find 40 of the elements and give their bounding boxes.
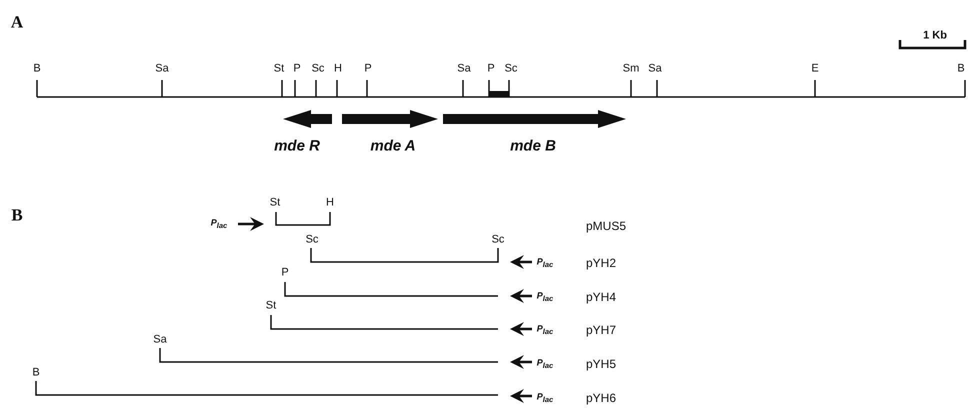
promoter-label: P$_{lac}$ [210, 218, 228, 230]
restriction-site-label: St [270, 198, 280, 208]
promoter-label: P$_{lac}$ [536, 324, 554, 336]
restriction-site-label: St [274, 64, 284, 74]
promoter-label: P$_{lac}$ [536, 291, 554, 303]
panel-label: B [11, 206, 23, 224]
gene-label: mde R [274, 138, 320, 154]
restriction-site-label: H [326, 198, 334, 208]
restriction-site-label: Sc [312, 64, 324, 74]
restriction-site-label: Sa [457, 64, 471, 74]
plasmid-label: pYH4 [586, 291, 616, 303]
restriction-site-label: Sm [622, 64, 640, 74]
restriction-site-label: P [293, 64, 301, 74]
gene-label: mde A [370, 138, 416, 154]
restriction-site-label: B [32, 368, 40, 378]
plasmid-label: pYH6 [586, 392, 616, 404]
gene-label: mde B [510, 138, 556, 154]
restriction-site-label: P [364, 64, 372, 74]
restriction-site-label: B [33, 64, 41, 74]
restriction-site-label: H [334, 64, 342, 74]
restriction-site-label: B [957, 64, 965, 74]
plasmid-label: pYH2 [586, 257, 616, 269]
restriction-site-label: Sc [492, 234, 504, 246]
promoter-label: P$_{lac}$ [536, 358, 554, 370]
plasmid-label: pYH5 [586, 358, 616, 370]
scale-label: 1 Kb [923, 30, 947, 42]
panel-label: A [10, 14, 24, 30]
plasmid-label: pYH7 [586, 324, 616, 336]
restriction-site-label: Sa [155, 64, 169, 74]
restriction-site-label: Sc [504, 64, 518, 74]
restriction-site-label: St [266, 300, 276, 312]
restriction-site-label: Sc [306, 234, 318, 246]
restriction-site-label: E [811, 64, 819, 74]
restriction-site-label: P [281, 268, 289, 278]
restriction-site-label: Sa [648, 64, 662, 74]
restriction-site-label: Sa [153, 334, 167, 346]
promoter-label: P$_{lac}$ [536, 257, 554, 269]
promoter-label: P$_{lac}$ [536, 392, 554, 404]
restriction-site-label: P [487, 64, 495, 74]
plasmid-label: pMUS5 [586, 220, 626, 232]
